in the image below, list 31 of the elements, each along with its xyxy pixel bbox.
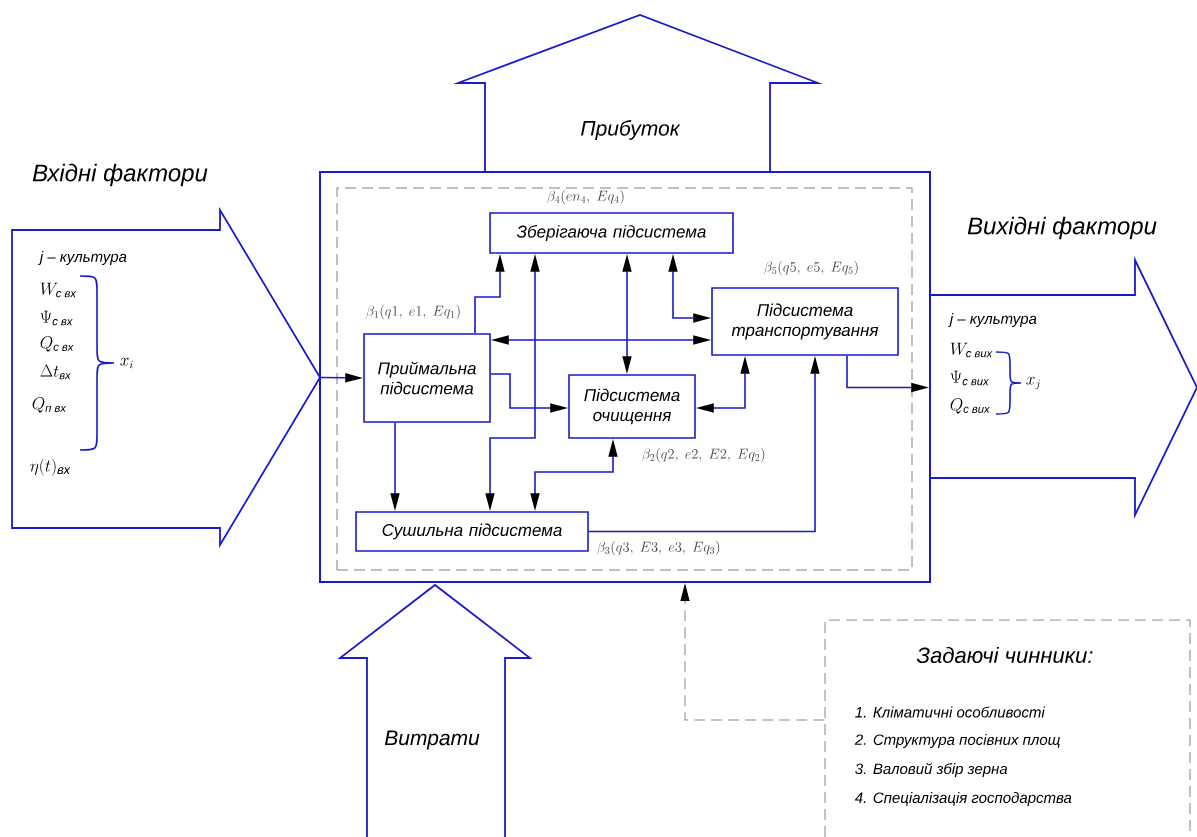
formula-label: $Q_{\text{п вх}}$ bbox=[32, 397, 67, 413]
formula-label: $x_{i}$ bbox=[120, 357, 133, 369]
subsystem-box: Зберігаюча підсистема bbox=[489, 212, 734, 254]
parameter-label: $\beta_{2}(q2,\ e2,\ E2,\ Eq_{2})$ bbox=[642, 447, 765, 463]
heading: Задаючі чинники: bbox=[916, 646, 1093, 664]
list-item: 4. Спеціалізація господарства bbox=[854, 792, 1072, 806]
list-item: 1. Кліматичні особливості bbox=[855, 706, 1046, 718]
formula-label: $W_{\text{с вих}}$ bbox=[950, 342, 993, 358]
subsystem-box: Підсистема очищення bbox=[568, 374, 696, 439]
subsystem-box: Приймальна підсистема bbox=[363, 333, 491, 423]
formula-label: $Q_{\text{с вх}}$ bbox=[40, 336, 74, 352]
subsystem-box: Підсистема транспортування bbox=[711, 287, 899, 356]
formula-label: $\Psi_{\text{с вх}}$ bbox=[40, 310, 73, 326]
list-item: 3. Валовий збір зерна bbox=[855, 762, 1008, 778]
arrow bbox=[680, 584, 825, 721]
parameter-label: $\beta_{4}(en_{4},\ Eq_{4})$ bbox=[547, 189, 624, 205]
heading: Вихідні фактори bbox=[967, 216, 1157, 240]
formula-label: $x_{j}$ bbox=[1026, 376, 1040, 390]
formula-label: $W_{\text{с вх}}$ bbox=[40, 282, 77, 298]
heading: Вхідні фактори bbox=[32, 163, 208, 187]
subsystem-box: Сушильна підсистема bbox=[355, 511, 589, 552]
formula-label: $\eta(t)_{\text{вх}}$ bbox=[30, 458, 71, 476]
formula-label: j – культура bbox=[948, 313, 1037, 327]
parameter-label: $\beta_{5}(q5,\ e5,\ Eq_{5})$ bbox=[764, 260, 858, 276]
parameter-label: $\beta_{3}(q3,\ E3,\ e3,\ Eq_{3})$ bbox=[597, 540, 720, 556]
parameter-label: $\beta_{1}(q1,\ e1,\ Eq_{1})$ bbox=[366, 304, 460, 320]
list-item: 2. Структура посівних площ bbox=[854, 734, 1060, 748]
formula-label: $\Delta t_{\text{вх}}$ bbox=[40, 364, 72, 380]
formula-label: j – культура bbox=[38, 251, 127, 265]
formula-label: $\Psi_{\text{с вих}}$ bbox=[950, 370, 989, 386]
formula-label: $Q_{\text{с вих}}$ bbox=[950, 398, 990, 414]
